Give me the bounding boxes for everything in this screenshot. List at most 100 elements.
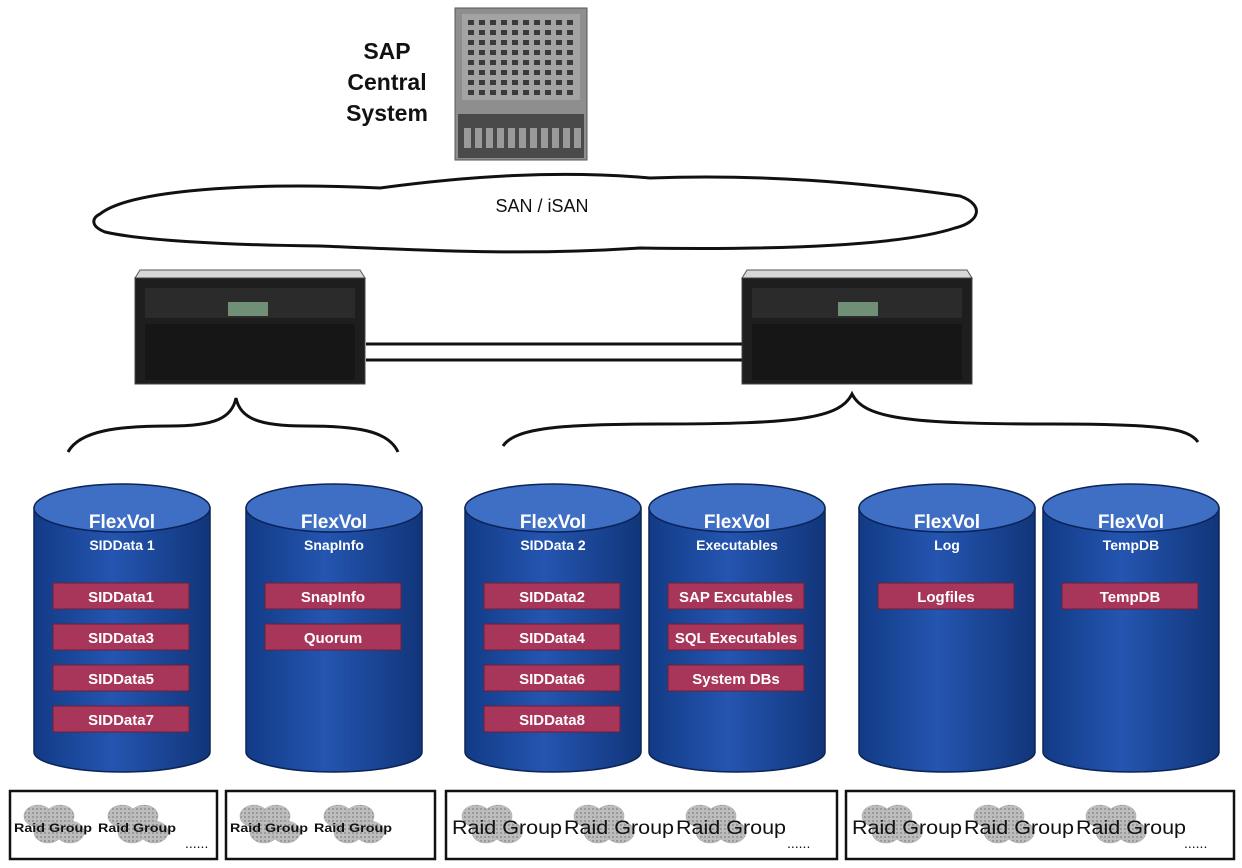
vent-hole — [490, 30, 496, 35]
drive-bay — [574, 128, 581, 148]
vent-hole — [501, 90, 507, 95]
vent-hole — [567, 60, 573, 65]
vent-hole — [545, 50, 551, 55]
volume-item-label: SIDData1 — [88, 589, 154, 606]
flexvol-subtitle: Executables — [696, 537, 778, 553]
flexvol-title: FlexVol — [1098, 512, 1164, 533]
cylinder-top — [1042, 483, 1220, 533]
flexvol-title: FlexVol — [914, 512, 980, 533]
flexvol-title: FlexVol — [89, 512, 155, 533]
vent-hole — [545, 60, 551, 65]
volume-item-label: SIDData4 — [519, 630, 586, 647]
vent-hole — [567, 30, 573, 35]
disk-cluster-icon — [685, 804, 747, 844]
vent-hole — [545, 90, 551, 95]
vent-hole — [545, 70, 551, 75]
vent-hole — [490, 20, 496, 25]
raid-group-label: Raid Group — [564, 818, 674, 839]
vent-hole — [490, 80, 496, 85]
vent-hole — [556, 40, 562, 45]
cylinder-body — [1042, 507, 1220, 773]
vent-hole — [512, 90, 518, 95]
network-cloud: SAN / iSAN — [92, 172, 978, 254]
raid-ellipsis: ...... — [787, 835, 810, 851]
raid-ellipsis: ...... — [185, 835, 208, 851]
volume-item-box — [52, 705, 190, 733]
vent-hole — [556, 90, 562, 95]
vent-hole — [534, 40, 540, 45]
volume-item-box — [264, 623, 402, 651]
vent-hole — [468, 40, 474, 45]
vent-hole — [490, 40, 496, 45]
raid-group-label: Raid Group — [964, 818, 1074, 839]
disk-cluster-icon — [861, 804, 923, 844]
vent-hole — [501, 80, 507, 85]
storage-controller-left — [134, 269, 366, 385]
brace-left — [66, 397, 400, 453]
drive-bay — [552, 128, 559, 148]
vent-hole — [545, 20, 551, 25]
cylinder-top — [648, 483, 826, 533]
vent-hole — [501, 40, 507, 45]
vent-hole — [479, 20, 485, 25]
drive-bay — [508, 128, 515, 148]
vent-hole — [534, 50, 540, 55]
central-system-line: System — [346, 100, 428, 126]
volume-item-box — [483, 705, 621, 733]
disk-cluster-icon — [323, 804, 385, 844]
volume-item-box — [52, 582, 190, 610]
vent-hole — [501, 30, 507, 35]
vent-hole — [512, 30, 518, 35]
flexvol-subtitle: SIDData 1 — [89, 537, 155, 553]
drive-bay — [497, 128, 504, 148]
volume-item-box — [667, 582, 805, 610]
raid-group-label: Raid Group — [852, 818, 962, 839]
volume-item-label: Quorum — [304, 630, 362, 647]
cylinder-top — [464, 483, 642, 533]
flexvol-title: FlexVol — [704, 512, 770, 533]
vent-hole — [468, 20, 474, 25]
flexvol-subtitle: TempDB — [1103, 537, 1160, 553]
server-icon — [454, 7, 588, 161]
drive-bay — [541, 128, 548, 148]
cylinder-top — [858, 483, 1036, 533]
volume-item-label: SIDData2 — [519, 589, 585, 606]
volume-item-label: SAP Excutables — [679, 589, 793, 606]
drive-bay — [530, 128, 537, 148]
vent-hole — [490, 70, 496, 75]
vent-hole — [556, 30, 562, 35]
raid-group-label: Raid Group — [14, 821, 92, 835]
vent-hole — [567, 20, 573, 25]
vent-hole — [501, 60, 507, 65]
vent-hole — [523, 20, 529, 25]
vent-hole — [567, 40, 573, 45]
flexvol-subtitle: SnapInfo — [304, 537, 364, 553]
vent-hole — [534, 30, 540, 35]
disk-cluster-icon — [573, 804, 635, 844]
vent-hole — [567, 90, 573, 95]
vent-hole — [490, 90, 496, 95]
cylinder-body — [858, 507, 1036, 773]
vent-hole — [556, 80, 562, 85]
volume-item-label: SIDData3 — [88, 630, 154, 647]
vent-hole — [468, 30, 474, 35]
disk-cluster-icon — [239, 804, 301, 844]
disk-cluster-icon — [461, 804, 523, 844]
disk-cluster-icon — [1085, 804, 1147, 844]
volume-item-label: SIDData6 — [519, 671, 585, 688]
vent-hole — [523, 70, 529, 75]
volume-item-box — [667, 664, 805, 692]
flexvol-title: FlexVol — [520, 512, 586, 533]
vent-hole — [545, 40, 551, 45]
vent-hole — [512, 20, 518, 25]
vent-hole — [534, 70, 540, 75]
vent-hole — [523, 90, 529, 95]
vent-hole — [523, 50, 529, 55]
central-system-line: Central — [347, 69, 427, 95]
